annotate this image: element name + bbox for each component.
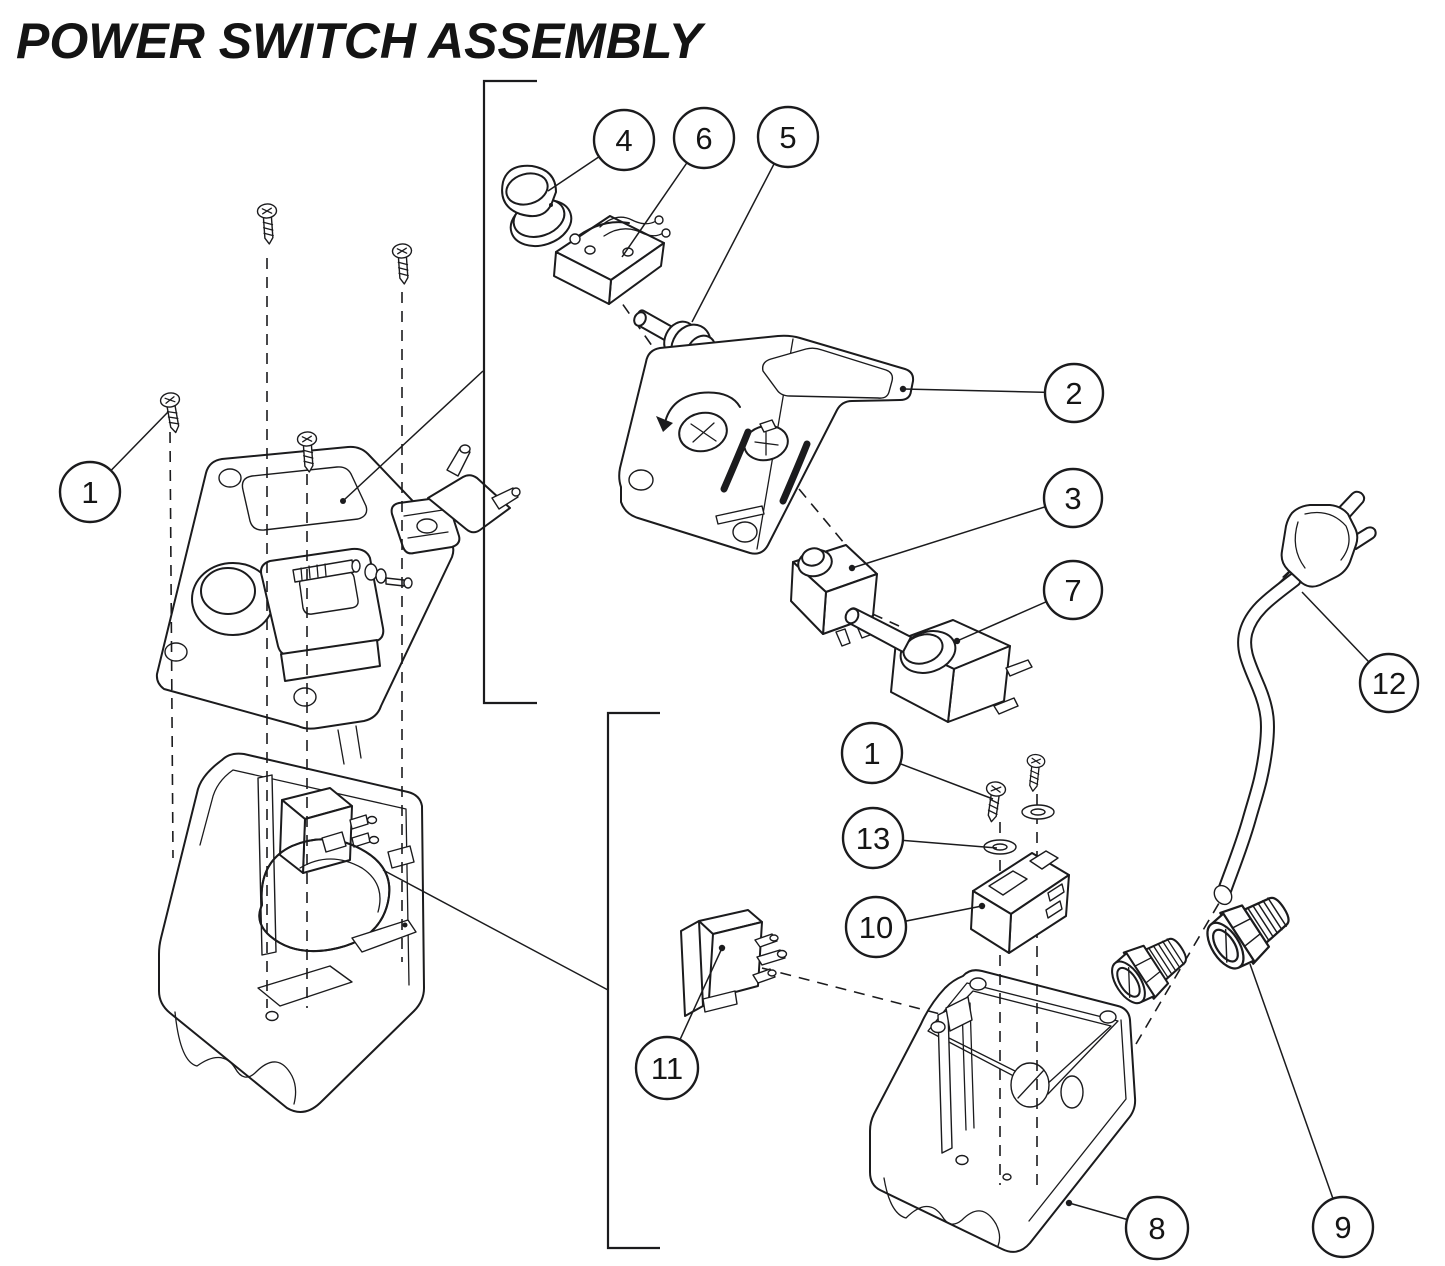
callout-9-balloon — [1311, 1195, 1375, 1259]
group-bracket-upper — [340, 79, 537, 705]
callout-13-number: 13 — [856, 821, 890, 856]
callout-10-anchor-dot — [978, 902, 986, 910]
callout-8-balloon — [1124, 1195, 1190, 1261]
callout-13-balloon — [841, 806, 905, 870]
cable-gland-right — [1196, 881, 1302, 980]
callout-4: 4 — [547, 108, 656, 192]
callout-5-leader-line — [691, 136, 789, 323]
callout-3-balloon — [1042, 467, 1104, 529]
callout-10-number: 10 — [859, 910, 893, 945]
callout-12: 12 — [1301, 591, 1420, 714]
callout-1-left: 1 — [58, 411, 169, 524]
page-title: POWER SWITCH ASSEMBLY — [16, 13, 703, 69]
callout-9: 9 — [1249, 963, 1375, 1259]
callout-11-anchor-dot — [718, 944, 726, 952]
callout-6-balloon — [672, 106, 736, 170]
callout-11: 11 — [634, 944, 726, 1101]
callout-2-number: 2 — [1065, 376, 1082, 411]
callout-8-number: 8 — [1148, 1211, 1165, 1246]
callout-12-balloon — [1358, 652, 1420, 714]
callout-7: 7 — [953, 559, 1104, 645]
switch-panel-assembly — [155, 444, 521, 765]
cable-gland-left — [1102, 923, 1198, 1014]
callout-3-anchor-dot — [848, 564, 856, 572]
callout-5: 5 — [691, 105, 820, 323]
callout-6-number: 6 — [695, 121, 712, 156]
callout-4-number: 4 — [615, 123, 632, 158]
housing-box-left — [158, 752, 425, 1113]
power-plug — [1280, 490, 1377, 588]
screws-left — [158, 202, 415, 474]
callout-12-number: 12 — [1372, 666, 1406, 701]
callout-7-anchor-dot — [953, 637, 961, 645]
callout-13: 13 — [841, 806, 998, 870]
callout-4-balloon — [592, 108, 656, 172]
group-bracket-lower — [382, 711, 660, 1250]
callout-1-middle-number: 1 — [863, 736, 880, 771]
callout-3-number: 3 — [1064, 481, 1081, 516]
callout-10: 10 — [844, 895, 986, 959]
terminal-block — [970, 850, 1070, 954]
callout-9-number: 9 — [1334, 1210, 1351, 1245]
callout-5-number: 5 — [779, 120, 796, 155]
callout-11-balloon — [634, 1035, 700, 1101]
callout-5-balloon — [756, 105, 820, 169]
callout-1-middle-balloon — [840, 721, 904, 785]
callout-6: 6 — [621, 106, 736, 258]
callout-8: 8 — [1065, 1195, 1190, 1261]
callout-7-number: 7 — [1064, 573, 1081, 608]
callout-layer: 1 4 6 5 2 3 7 12 1 13 10 11 8 9 — [58, 105, 1420, 1261]
callout-3-leader-line — [851, 497, 1074, 569]
inlet-socket — [680, 909, 788, 1017]
callout-7-balloon — [1042, 559, 1104, 621]
callout-1-middle: 1 — [840, 721, 994, 800]
power-cord — [1213, 548, 1314, 906]
callout-2-balloon — [1043, 362, 1105, 424]
callout-2-anchor-dot — [899, 385, 907, 393]
assembly-axis-lines-left — [169, 258, 403, 1008]
callout-11-number: 11 — [651, 1051, 683, 1086]
callout-1-left-balloon — [58, 460, 122, 524]
housing-box-right — [869, 969, 1137, 1253]
callout-9-leader-line — [1249, 963, 1344, 1228]
switch-panel-cover — [618, 334, 915, 555]
callout-8-anchor-dot — [1065, 1199, 1073, 1207]
micro-switch — [553, 215, 671, 305]
callout-3: 3 — [848, 467, 1104, 572]
callout-10-balloon — [844, 895, 908, 959]
push-button — [501, 164, 573, 248]
callout-2: 2 — [899, 362, 1105, 424]
callout-1-left-number: 1 — [81, 475, 98, 510]
toggle-switch — [844, 607, 1033, 723]
